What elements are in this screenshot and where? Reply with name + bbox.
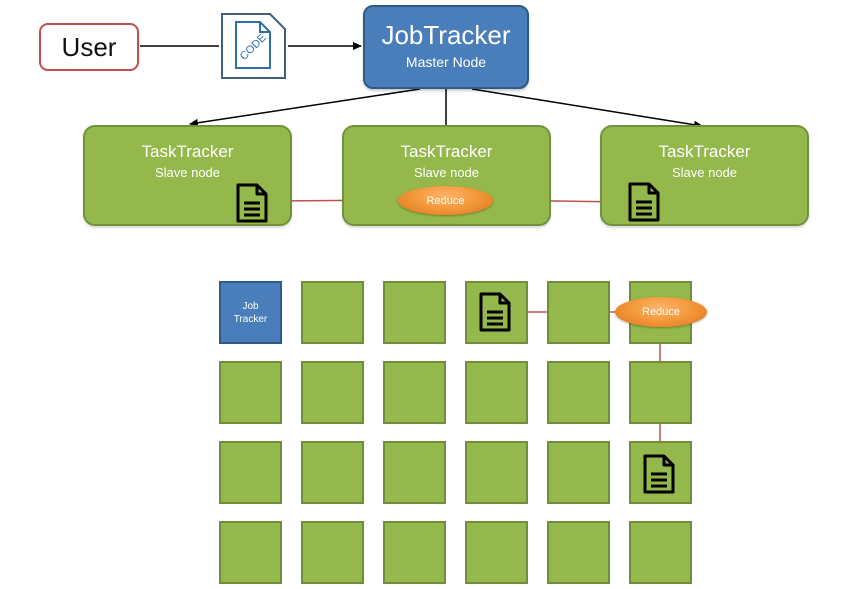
tasktracker-title: TaskTracker [658,142,751,161]
tasktracker-right: TaskTracker Slave node [600,125,809,226]
grid-slave-node [301,361,364,424]
job-tracker-label-line2: Tracker [233,313,268,325]
jobtracker-title: JobTracker [381,20,511,50]
reduce-ellipse-top: Reduce [398,186,493,215]
jobtracker-subtitle: Master Node [405,54,487,70]
grid-slave-node [547,281,610,344]
document-icon [643,454,675,494]
tasktracker-title: TaskTracker [141,142,234,161]
document-icon [236,183,268,223]
document-icon [628,182,660,222]
grid-slave-node [629,521,692,584]
jobtracker-master-node: JobTracker Master Node [363,5,529,89]
user-label: User [61,31,117,62]
grid-slave-node [219,521,282,584]
grid-slave-node [301,521,364,584]
jobtracker-to-left-arrow [189,88,421,127]
grid-slave-node [547,441,610,504]
grid-slave-node [301,281,364,344]
tasktracker-subtitle: Slave node [413,165,480,180]
grid-slave-node [383,281,446,344]
reduce-ellipse-grid: Reduce [615,297,707,327]
grid-slave-node [219,441,282,504]
code-file-icon: CODE [220,12,287,80]
tasktracker-subtitle: Slave node [671,165,738,180]
grid-slave-node [383,521,446,584]
grid-slave-node [547,361,610,424]
grid-slave-node [465,441,528,504]
grid-slave-node [383,441,446,504]
grid-slave-node [629,361,692,424]
user-box: User [39,23,139,71]
grid-slave-node [547,521,610,584]
document-icon [479,292,511,332]
reduce-label: Reduce [642,306,680,318]
grid-slave-node [465,361,528,424]
tasktracker-subtitle: Slave node [154,165,221,180]
grid-slave-node [219,361,282,424]
grid-slave-node [383,361,446,424]
reduce-label: Reduce [426,194,465,207]
grid-slave-node [301,441,364,504]
tasktracker-title: TaskTracker [400,142,493,161]
jobtracker-to-right-arrow [471,88,703,129]
grid-slave-node [465,521,528,584]
job-tracker-label-line1: Job [242,300,259,312]
